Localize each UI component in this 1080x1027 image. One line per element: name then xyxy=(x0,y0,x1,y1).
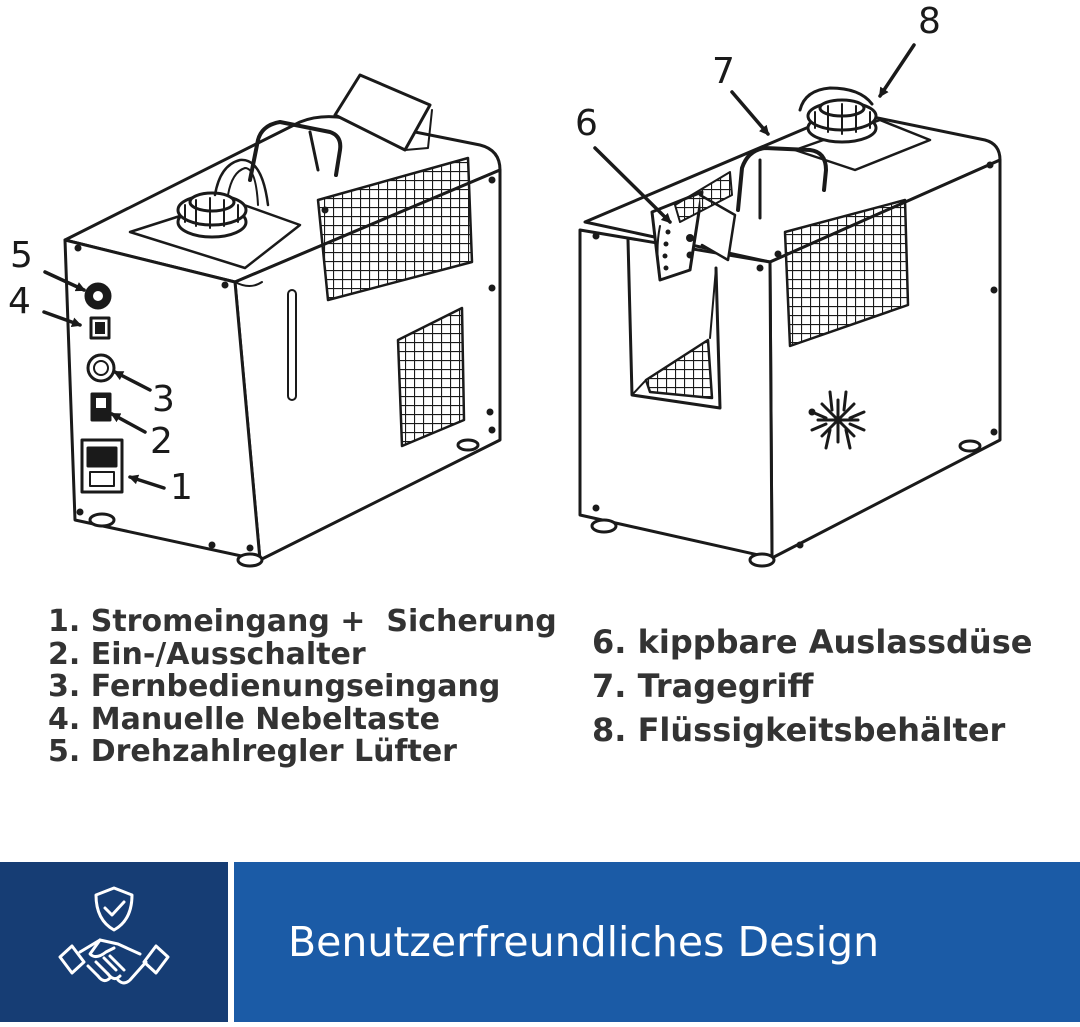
legend-item-2: 2. Ein-/Ausschalter xyxy=(48,636,366,672)
product-diagram xyxy=(42,43,1002,568)
banner-title: Benutzerfreundliches Design xyxy=(288,918,880,966)
callout-4: 4 xyxy=(8,281,31,322)
legend-item-4: 4. Manuelle Nebeltaste xyxy=(48,701,440,737)
handshake-shield-icon xyxy=(58,886,170,985)
callout-3: 3 xyxy=(152,379,175,420)
legend-item-8: 8. Flüssigkeitsbehälter xyxy=(592,711,1006,749)
callout-8: 8 xyxy=(918,1,941,42)
banner-text-box: Benutzerfreundliches Design xyxy=(234,862,1080,1022)
banner-icon-box xyxy=(0,862,228,1022)
legend-item-7: 7. Tragegriff xyxy=(592,667,814,705)
callout-6: 6 xyxy=(575,103,598,144)
legend-right: 6. kippbare Auslassdüse 7. Tragegriff 8.… xyxy=(592,620,1032,752)
front-view-machine xyxy=(578,86,1002,568)
fan-vent-icon xyxy=(810,390,866,450)
legend-item-6: 6. kippbare Auslassdüse xyxy=(592,623,1033,661)
legend-item-1: 1. Stromeingang + Sicherung xyxy=(48,604,557,639)
legend-item-5: 5. Drehzahlregler Lüfter xyxy=(48,734,457,769)
callout-arrows xyxy=(42,43,916,490)
legend-item-3: 3. Fernbedienungseingang xyxy=(48,669,501,704)
legend-left: 1. Stromeingang + Sicherung 2. Ein-/Auss… xyxy=(48,604,557,769)
callout-7: 7 xyxy=(712,51,735,92)
callout-2: 2 xyxy=(150,421,173,462)
callout-5: 5 xyxy=(10,235,33,276)
feature-banner: Benutzerfreundliches Design xyxy=(0,862,1080,1022)
callout-1: 1 xyxy=(170,467,193,508)
rear-view-machine xyxy=(63,73,502,568)
